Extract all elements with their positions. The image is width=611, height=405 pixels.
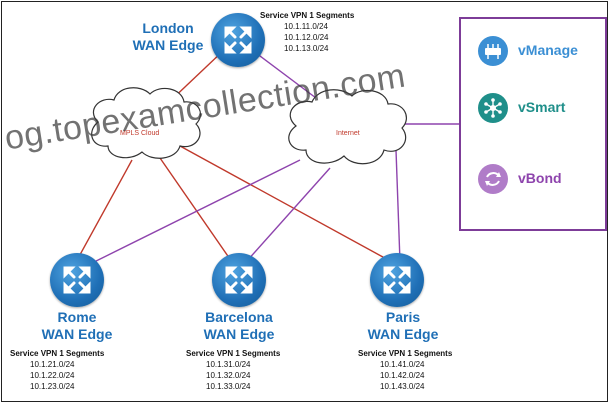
london-segment: 10.1.13.0/24 xyxy=(284,44,329,53)
rome-segment: 10.1.22.0/24 xyxy=(30,371,75,380)
rome-segments-title: Service VPN 1 Segments xyxy=(10,349,105,358)
rome-label: Rome WAN Edge xyxy=(27,309,127,343)
controllers-box: vManage vSmart xyxy=(459,17,607,231)
vmanage-label: vManage xyxy=(518,42,578,58)
link-internet-rome xyxy=(81,159,301,269)
rome-segments: Service VPN 1 Segments 10.1.21.0/24 10.1… xyxy=(10,348,104,392)
barcelona-label: Barcelona WAN Edge xyxy=(187,309,291,343)
vsmart-label: vSmart xyxy=(518,99,566,115)
controller-vsmart: vSmart xyxy=(478,93,608,123)
mpls-cloud-label: MPLS Cloud xyxy=(120,130,160,137)
rome-type: WAN Edge xyxy=(41,326,113,342)
london-router-icon xyxy=(211,13,265,67)
paris-label: Paris WAN Edge xyxy=(353,309,453,343)
paris-router-icon xyxy=(370,253,424,307)
london-segment: 10.1.12.0/24 xyxy=(284,33,329,42)
vbond-icon xyxy=(478,164,508,194)
paris-name: Paris xyxy=(385,309,421,325)
london-type: WAN Edge xyxy=(132,37,204,53)
controller-vmanage: vManage xyxy=(478,36,608,66)
vmanage-icon xyxy=(478,36,508,66)
vbond-label: vBond xyxy=(518,170,562,186)
rome-router-icon xyxy=(50,253,104,307)
link-mpls-rome xyxy=(75,159,133,263)
rome-segment: 10.1.23.0/24 xyxy=(30,382,75,391)
link-mpls-barcelona xyxy=(159,157,233,263)
london-label: London WAN Edge xyxy=(118,20,218,54)
link-mpls-paris xyxy=(179,145,393,263)
paris-segments-title: Service VPN 1 Segments xyxy=(358,349,453,358)
mpls-cloud xyxy=(91,87,201,159)
london-segments-title: Service VPN 1 Segments xyxy=(260,11,355,20)
paris-segment: 10.1.42.0/24 xyxy=(380,371,425,380)
barcelona-router-icon xyxy=(212,253,266,307)
london-segment: 10.1.11.0/24 xyxy=(284,22,328,31)
barcelona-type: WAN Edge xyxy=(203,326,275,342)
london-name: London xyxy=(142,20,194,36)
barcelona-name: Barcelona xyxy=(205,309,273,325)
barcelona-segment: 10.1.31.0/24 xyxy=(206,360,251,369)
vsmart-icon xyxy=(478,93,508,123)
barcelona-segments: Service VPN 1 Segments 10.1.31.0/24 10.1… xyxy=(186,348,280,392)
barcelona-segment: 10.1.33.0/24 xyxy=(206,382,251,391)
paris-segment: 10.1.43.0/24 xyxy=(380,382,425,391)
link-internet-paris xyxy=(395,149,401,263)
rome-name: Rome xyxy=(57,309,97,325)
internet-cloud-label: Internet xyxy=(336,130,360,137)
paris-segments: Service VPN 1 Segments 10.1.41.0/24 10.1… xyxy=(358,348,452,392)
paris-type: WAN Edge xyxy=(367,326,439,342)
rome-segment: 10.1.21.0/24 xyxy=(30,360,75,369)
london-segments: Service VPN 1 Segments 10.1.11.0/24 10.1… xyxy=(260,10,354,54)
barcelona-segment: 10.1.32.0/24 xyxy=(206,371,251,380)
barcelona-segments-title: Service VPN 1 Segments xyxy=(186,349,281,358)
paris-segment: 10.1.41.0/24 xyxy=(380,360,425,369)
link-internet-barcelona xyxy=(245,167,331,263)
controller-vbond: vBond xyxy=(478,164,608,194)
internet-cloud xyxy=(288,89,407,165)
